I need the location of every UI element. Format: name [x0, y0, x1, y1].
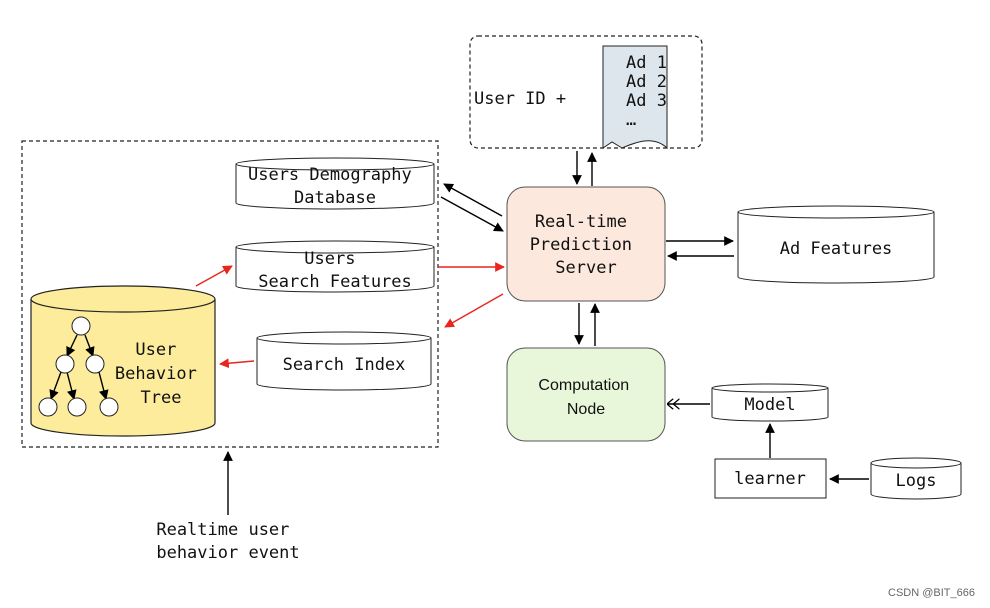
users-demography-label: Users Demography Database — [248, 165, 422, 208]
connectors — [223, 151, 869, 515]
user-id-label: User ID + — [474, 89, 566, 109]
server-to-demography-arrow — [443, 183, 503, 217]
learner-label: learner — [734, 469, 806, 489]
search-index-to-tree-arrow — [219, 358, 255, 369]
learner: learner — [714, 458, 827, 499]
tree-to-search-features-arrow — [195, 265, 233, 287]
prediction-server-label: Real-time Prediction Server — [530, 212, 643, 278]
demography-to-server-arrow — [440, 196, 504, 232]
ad-features-label: Ad Features — [780, 239, 893, 259]
computation-node: Computation Node — [506, 347, 666, 442]
logs: Logs — [870, 457, 962, 500]
ad-features: Ad Features — [737, 205, 935, 284]
ads-document-icon — [602, 45, 668, 150]
user-data-boundary — [21, 140, 439, 448]
logs-label: Logs — [896, 471, 937, 491]
user-behavior-tree-label: User Behavior Tree — [115, 340, 207, 408]
realtime-event-label: Realtime user behavior event — [156, 520, 299, 563]
users-demography-database: Users Demography Database — [235, 157, 435, 210]
model-label: Model — [744, 395, 795, 415]
request-box: User ID + Ad 1 Ad 2 Ad 3 … — [469, 35, 703, 150]
watermark: CSDN @BIT_666 — [888, 587, 975, 599]
user-behavior-tree: User Behavior Tree — [30, 285, 216, 437]
search-index: Search Index — [256, 331, 432, 391]
users-search-features-label: Users Search Features — [258, 249, 412, 292]
search-index-label: Search Index — [283, 355, 406, 375]
tree-icon — [38, 316, 119, 417]
users-search-features: Users Search Features — [235, 240, 435, 293]
computation-node-label: Computation Node — [538, 377, 633, 418]
server-to-search-index-arrow — [444, 293, 504, 328]
red-connectors — [195, 262, 505, 369]
ads-list: Ad 1 Ad 2 Ad 3 … — [626, 53, 677, 130]
model: Model — [711, 383, 829, 422]
prediction-server: Real-time Prediction Server — [506, 186, 666, 302]
